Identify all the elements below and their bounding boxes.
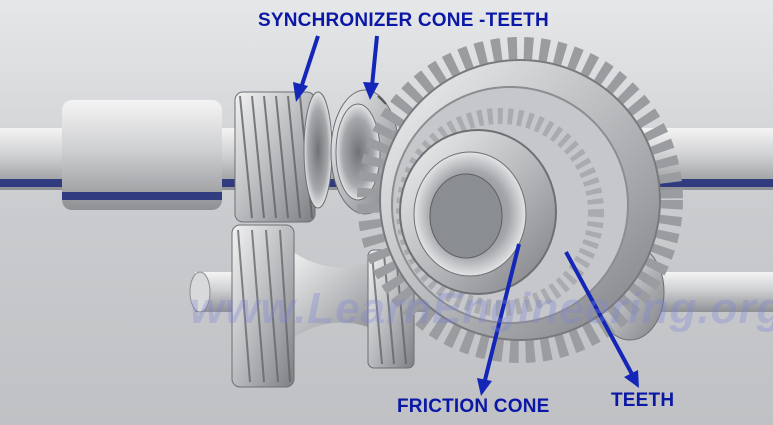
teeth-label: TEETH bbox=[611, 390, 675, 411]
friction-cone-label: FRICTION CONE bbox=[397, 396, 550, 417]
arrow-synchronizer-right bbox=[363, 35, 379, 100]
watermark: www.LearnEngineering.org bbox=[190, 284, 773, 333]
arrow-synchronizer-left bbox=[293, 35, 320, 102]
large-gear bbox=[357, 37, 683, 363]
counter-gear-left bbox=[231, 224, 295, 388]
main-helical-gear bbox=[234, 91, 333, 223]
synchronizer-cone-teeth-label: SYNCHRONIZER CONE -TEETH bbox=[258, 10, 549, 31]
arrow-teeth bbox=[564, 251, 639, 388]
arrow-friction-cone bbox=[477, 243, 521, 396]
